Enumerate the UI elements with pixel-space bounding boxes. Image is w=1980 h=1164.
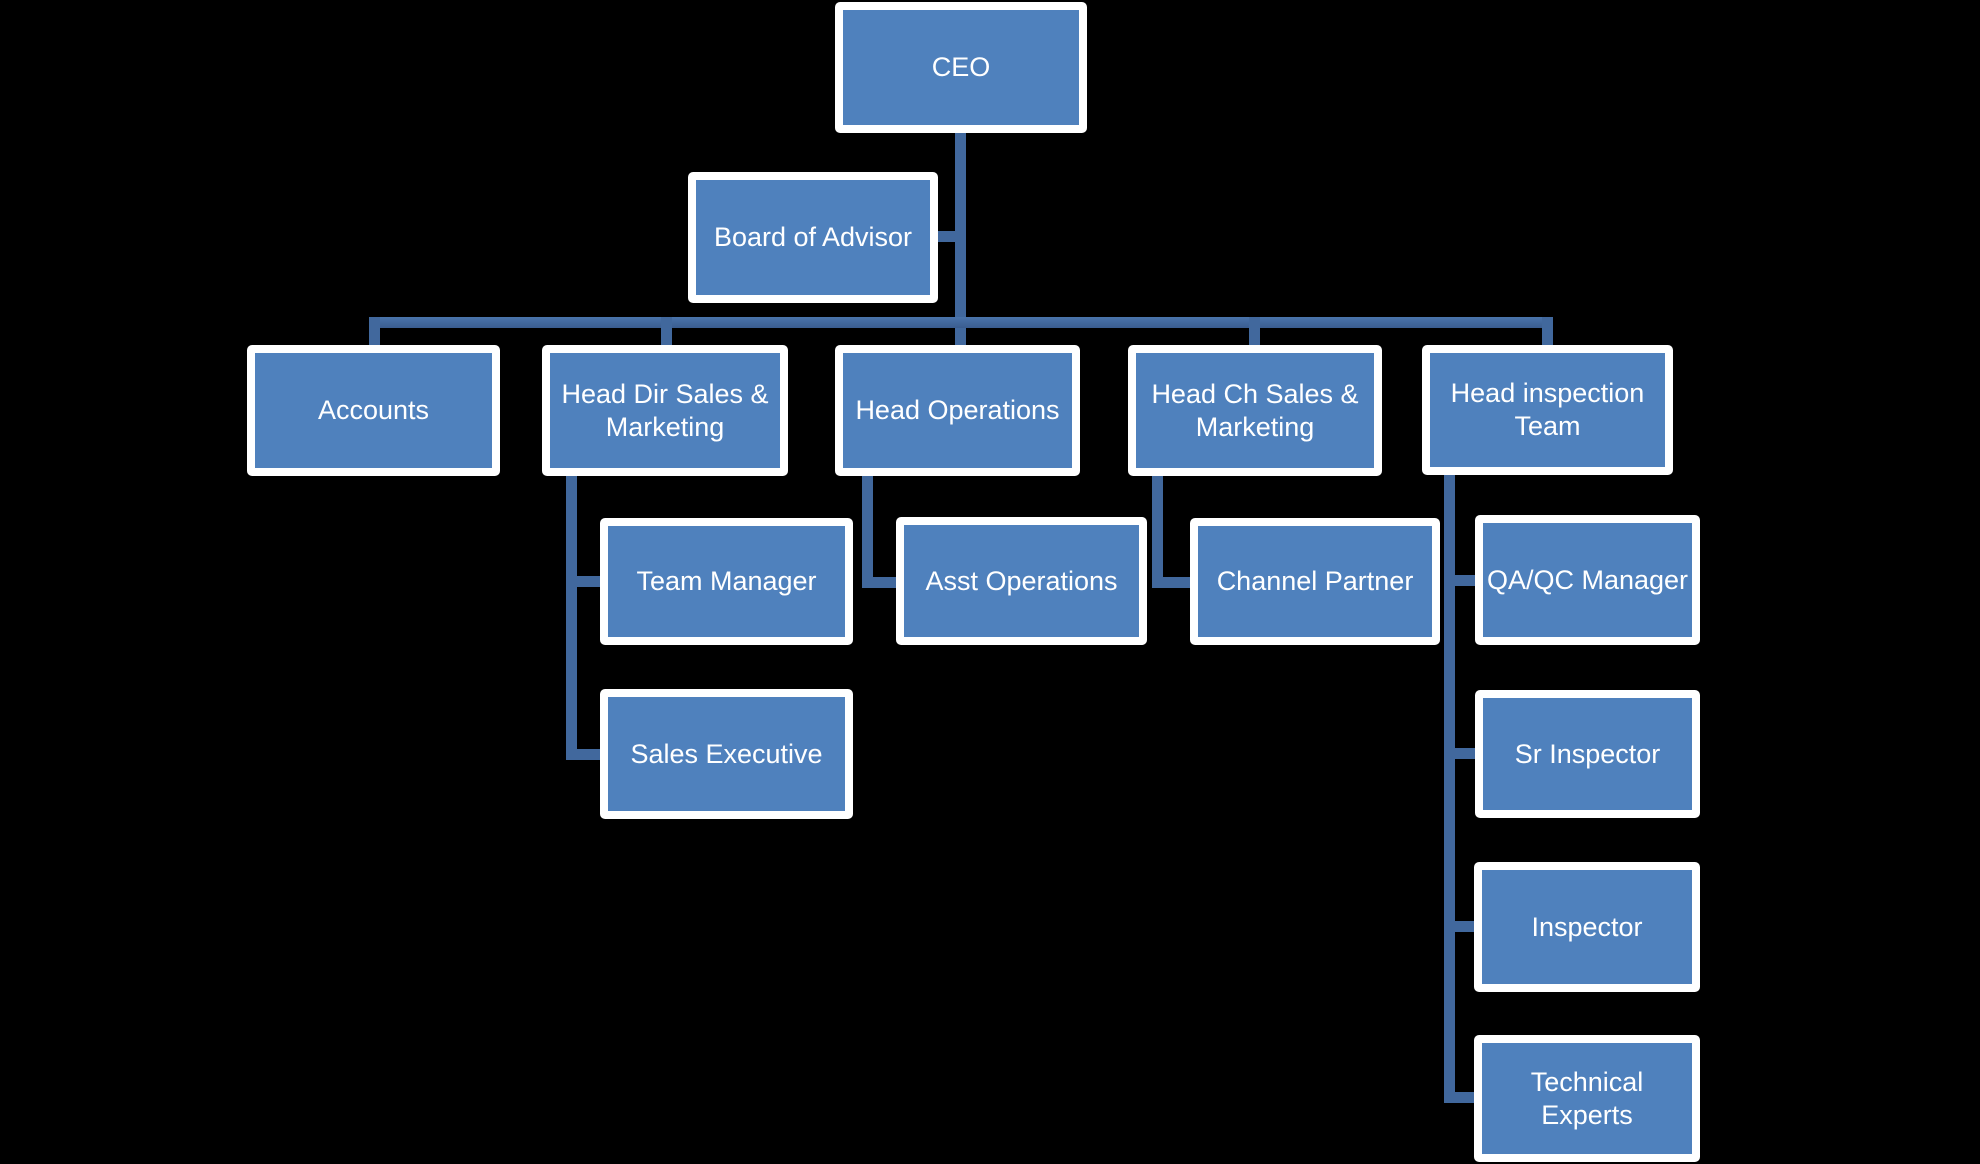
org-node-qa-qc-manager: QA/QC Manager — [1475, 515, 1700, 645]
connector-drop-accounts — [369, 317, 380, 348]
org-node-ceo: CEO — [835, 2, 1087, 133]
connector-stub-technical-experts — [1444, 1092, 1474, 1103]
org-node-asst-operations: Asst Operations — [896, 517, 1147, 645]
connector-ceo-trunk — [955, 133, 966, 352]
connector-headch-hanging-trunk — [1152, 476, 1163, 588]
org-node-channel-partner: Channel Partner — [1190, 518, 1440, 645]
org-node-board-of-advisor-label: Board of Advisor — [696, 180, 930, 295]
org-node-head-ch-sales-marketing-label: Head Ch Sales & Marketing — [1136, 353, 1374, 468]
org-node-head-dir-sales-marketing-label: Head Dir Sales & Marketing — [550, 353, 780, 468]
org-node-head-ch-sales-marketing: Head Ch Sales & Marketing — [1128, 345, 1382, 476]
connector-stub-sales-executive — [566, 749, 600, 760]
connector-main-rail — [369, 317, 1553, 328]
connector-headinspection-hanging-trunk — [1444, 475, 1455, 1103]
org-node-qa-qc-manager-label: QA/QC Manager — [1483, 523, 1692, 637]
org-node-head-operations-label: Head Operations — [843, 353, 1072, 468]
org-node-sales-executive: Sales Executive — [600, 689, 853, 819]
connector-stub-qa-qc-manager — [1444, 575, 1475, 586]
org-node-accounts-label: Accounts — [255, 353, 492, 468]
org-node-team-manager: Team Manager — [600, 518, 853, 645]
connector-stub-channel-partner — [1152, 577, 1190, 588]
org-node-technical-experts-label: Technical Experts — [1482, 1043, 1692, 1154]
org-node-sr-inspector: Sr Inspector — [1475, 690, 1700, 818]
org-node-head-inspection-team-label: Head inspection Team — [1430, 353, 1665, 467]
connector-board-stub — [938, 231, 960, 242]
org-node-head-inspection-team: Head inspection Team — [1422, 345, 1673, 475]
org-node-technical-experts: Technical Experts — [1474, 1035, 1700, 1162]
connector-headdir-hanging-trunk — [566, 476, 577, 760]
org-node-head-operations: Head Operations — [835, 345, 1080, 476]
org-node-sales-executive-label: Sales Executive — [608, 697, 845, 811]
connector-stub-team-manager — [566, 576, 600, 587]
org-node-accounts: Accounts — [247, 345, 500, 476]
connector-headops-hanging-trunk — [862, 476, 873, 588]
org-node-channel-partner-label: Channel Partner — [1198, 526, 1432, 637]
org-node-sr-inspector-label: Sr Inspector — [1483, 698, 1692, 810]
org-node-asst-operations-label: Asst Operations — [904, 525, 1139, 637]
connector-stub-asst-operations — [862, 577, 896, 588]
org-node-team-manager-label: Team Manager — [608, 526, 845, 637]
connector-drop-head-dir — [661, 317, 672, 348]
org-node-ceo-label: CEO — [843, 10, 1079, 125]
connector-stub-sr-inspector — [1444, 748, 1475, 759]
org-node-board-of-advisor: Board of Advisor — [688, 172, 938, 303]
org-node-inspector-label: Inspector — [1482, 870, 1692, 984]
org-node-inspector: Inspector — [1474, 862, 1700, 992]
org-node-head-dir-sales-marketing: Head Dir Sales & Marketing — [542, 345, 788, 476]
connector-drop-head-ch — [1249, 317, 1260, 348]
connector-stub-inspector — [1444, 921, 1474, 932]
connector-drop-head-inspection — [1542, 317, 1553, 348]
